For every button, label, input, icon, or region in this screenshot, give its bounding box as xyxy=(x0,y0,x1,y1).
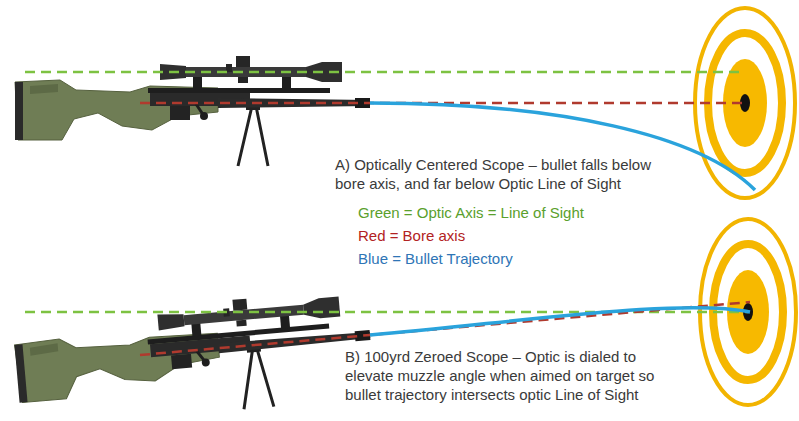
description-note: A) Optically Centered Scope – bullet fal… xyxy=(335,155,685,193)
legend-text: Red = Bore axis xyxy=(358,227,465,244)
legend-entry: Blue = Bullet Trajectory xyxy=(358,249,513,268)
bore-axis xyxy=(140,302,750,355)
description-note: B) 100yrd Zeroed Scope – Optic is dialed… xyxy=(345,347,685,404)
line-of-sight xyxy=(25,71,745,74)
legend-text: Green = Optic Axis = Line of Sight xyxy=(358,204,584,221)
legend-text: Blue = Bullet Trajectory xyxy=(358,250,513,267)
legend-entry: Red = Bore axis xyxy=(358,226,465,245)
legend-entry: Green = Optic Axis = Line of Sight xyxy=(358,203,584,222)
rifle-b xyxy=(12,288,375,421)
bullet-trajectory xyxy=(370,308,750,335)
